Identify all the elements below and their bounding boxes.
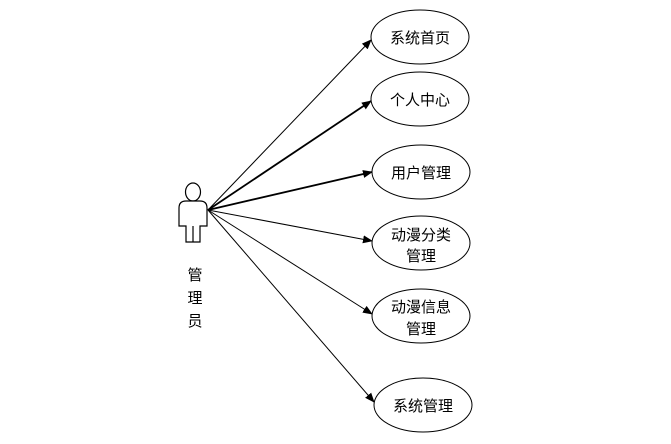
association-line-5	[207, 209, 373, 315]
use-case-personal-center[interactable]: 个人中心	[370, 71, 470, 127]
actor-label-line-2: 理	[187, 289, 202, 307]
actor-body	[178, 200, 208, 243]
use-case-ellipse	[370, 9, 470, 65]
use-case-label-line-1: 动漫分类	[391, 226, 451, 244]
association-line-1	[207, 39, 372, 211]
association-line-6	[207, 209, 375, 403]
use-case-system-management[interactable]: 系统管理	[373, 377, 473, 433]
use-case-label-line-2: 管理	[406, 247, 436, 265]
actor-label-line-3: 员	[187, 312, 202, 330]
use-case-label: 系统首页	[390, 29, 450, 47]
use-case-ellipse	[370, 71, 470, 127]
use-case-ellipse	[371, 215, 471, 271]
association-line-3	[207, 170, 373, 211]
actor-head	[184, 182, 202, 202]
use-case-ellipse	[371, 288, 471, 344]
association-line-4	[207, 209, 373, 244]
use-case-anime-info-management[interactable]: 动漫信息 管理	[371, 288, 471, 344]
use-case-label-line-2: 管理	[406, 320, 436, 338]
use-case-ellipse	[371, 144, 471, 200]
association-lines	[207, 39, 375, 403]
use-case-system-home[interactable]: 系统首页	[370, 9, 470, 65]
use-case-label: 用户管理	[391, 164, 451, 182]
use-case-label: 个人中心	[390, 91, 450, 109]
use-case-anime-category-management[interactable]: 动漫分类 管理	[371, 215, 471, 271]
actor-figure	[178, 182, 208, 243]
association-line-2	[207, 100, 372, 211]
actor-label-line-1: 管	[187, 266, 202, 284]
use-case-ellipse	[373, 377, 473, 433]
use-case-label: 系统管理	[393, 397, 453, 415]
use-case-label-line-1: 动漫信息	[391, 298, 451, 316]
use-case-user-management[interactable]: 用户管理	[371, 144, 471, 200]
